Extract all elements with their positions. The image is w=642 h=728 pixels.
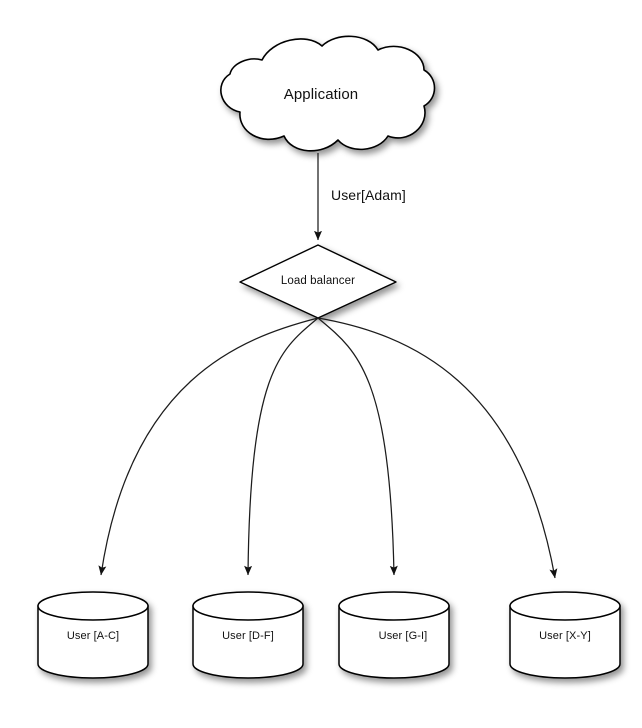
node-cylinder-db-2[interactable] [192, 591, 304, 679]
db-label-3: User [G-I] [378, 630, 428, 642]
db-label-2: User [D-F] [222, 630, 274, 642]
node-cylinder-db-3[interactable] [338, 591, 450, 679]
node-cylinder-db-4[interactable] [509, 591, 621, 679]
edge-balancer-to-db-4 [317, 317, 558, 579]
edge-label-user-adam: User[Adam] [331, 187, 406, 203]
edge-balancer-to-db-1 [98, 317, 319, 576]
cloud-label: Application [283, 86, 359, 103]
node-cloud-application[interactable] [220, 35, 436, 152]
db-label-1: User [A-C] [66, 630, 120, 642]
load-balancer-label: Load balancer [280, 275, 356, 287]
edge-balancer-to-db-3 [317, 317, 398, 576]
edge-balancer-to-db-2 [244, 317, 319, 576]
node-cylinder-db-1[interactable] [37, 591, 149, 679]
db-label-4: User [X-Y] [539, 630, 591, 642]
